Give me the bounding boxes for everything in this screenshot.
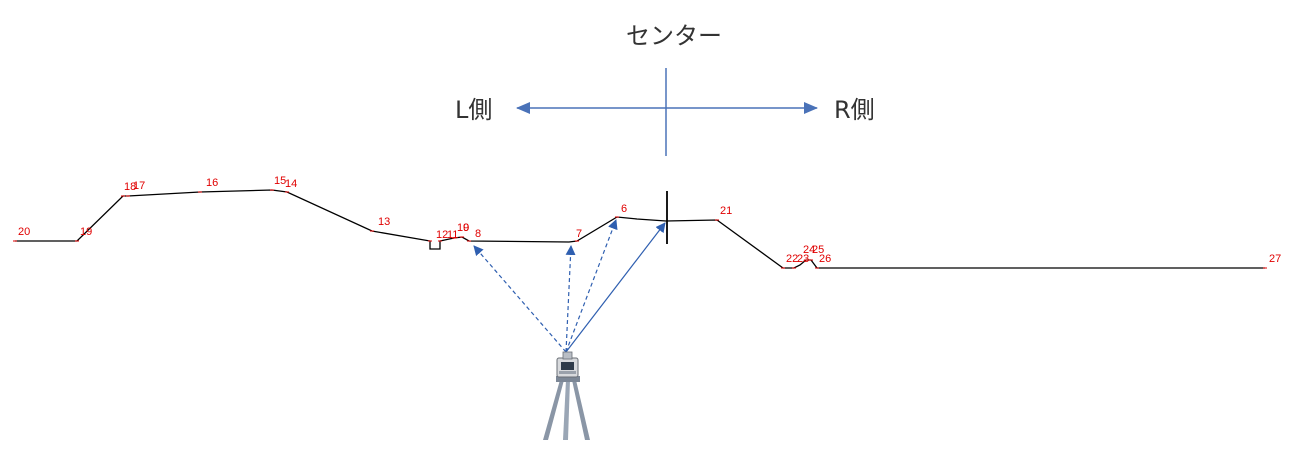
- point-label: 9: [463, 222, 469, 234]
- point-label: 17: [133, 180, 145, 192]
- left-side-label: L側: [455, 96, 492, 124]
- profile-point-ticks: [13, 189, 1267, 269]
- point-label: 11: [447, 229, 458, 241]
- point-label: 21: [720, 205, 732, 217]
- point-label: 6: [621, 203, 627, 215]
- sight-line-point-6: [565, 219, 618, 353]
- point-label: 8: [475, 228, 481, 240]
- total-station-icon: [543, 351, 590, 440]
- sight-line-point-8: [473, 245, 567, 353]
- point-label: 13: [378, 216, 390, 228]
- point-label: 15: [274, 175, 286, 187]
- point-label: 24: [803, 244, 815, 256]
- point-label: 10: [457, 222, 469, 234]
- point-label: 14: [285, 178, 297, 190]
- point-label: 23: [797, 253, 809, 265]
- point-label: 22: [786, 253, 798, 265]
- ground-profile-line: [15, 189, 1265, 269]
- point-label: 12: [436, 229, 448, 241]
- point-label: 16: [206, 177, 218, 189]
- sight-line-point-7: [565, 245, 576, 353]
- point-label: 7: [576, 228, 582, 240]
- point-label: 20: [18, 226, 30, 238]
- point-label: 18: [124, 181, 136, 193]
- point-label: 19: [80, 226, 92, 238]
- profile-point-labels: 6 7 8 9 10 11 12 13 14 15 16 17 18 19 20…: [18, 175, 1281, 265]
- center-label: センター: [626, 22, 722, 50]
- point-label: 25: [812, 244, 824, 256]
- right-side-label: R側: [834, 96, 875, 124]
- point-label: 27: [1269, 253, 1281, 265]
- sight-line-center: [565, 222, 666, 353]
- point-label: 26: [819, 253, 831, 265]
